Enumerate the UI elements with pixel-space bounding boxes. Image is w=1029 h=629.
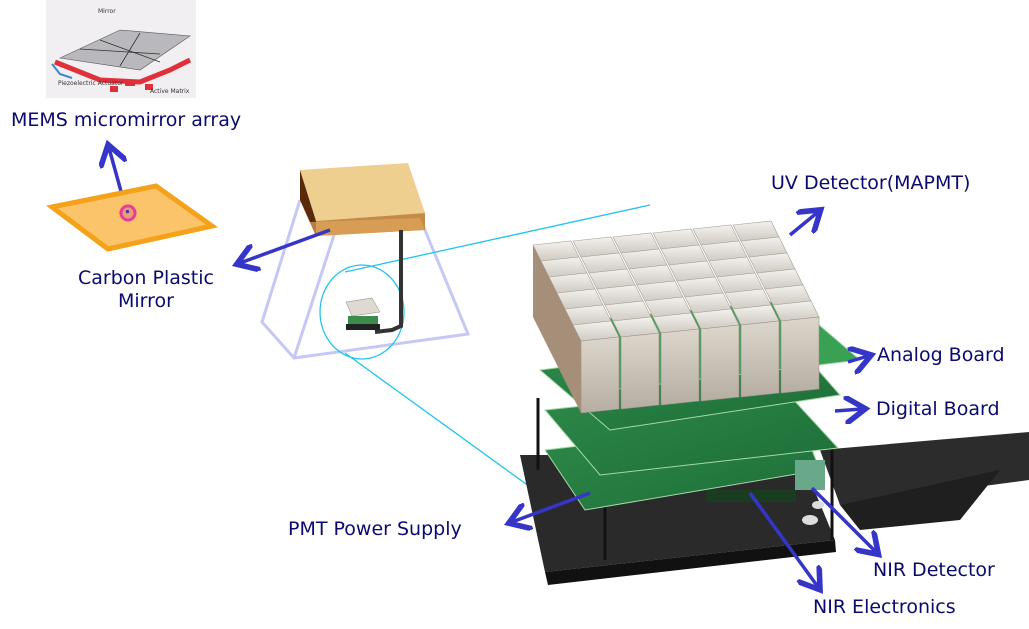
uv-detector-arrow [788,212,818,237]
small-detector [345,297,381,330]
mems-inset-mirror-label: Mirror [98,8,116,15]
pmt-power-supply-arrow [512,491,591,522]
mems-inset-piezo-label: Piezoelectric Actuator [58,80,124,87]
mems-label: MEMS micromirror array [11,109,242,131]
mems-inset-matrix-label: Active Matrix [150,88,190,95]
uv-detector-label: UV Detector(MAPMT) [771,172,971,194]
optics-box [300,163,425,236]
mapmt-cube [772,300,820,394]
mapmt-cube [732,304,780,398]
nir-electronics-label: NIR Electronics [813,596,956,618]
nir-electronics-arrow [748,491,818,587]
carbon-mirror-arrow [240,228,331,263]
mapmt-cube [572,320,620,414]
pmt-power-supply-label: PMT Power Supply [288,518,462,540]
mapmt-cube [556,288,604,381]
mapmt-cube [652,312,700,406]
nir-detector-label: NIR Detector [873,559,995,581]
digital-board-label: Digital Board [876,398,1000,420]
mapmt-cube [532,240,580,333]
carbon-plastic-mirror-label: Carbon Plastic Mirror [54,267,238,313]
nir-detector-arrow [810,486,876,552]
mapmt-cube [612,316,660,410]
analog-board-arrow [848,356,868,362]
mapmt-cube [540,256,588,349]
analog-board-label: Analog Board [877,344,1005,366]
mapmt-cube [564,304,612,397]
carbon-label-line-2: Mirror [118,289,174,312]
cable [374,230,403,334]
mapmt-array [532,220,820,414]
telescope-frame [260,199,471,360]
nir-detector-chip [795,460,825,490]
mapmt-cube [692,308,740,402]
mems-inset-image [46,0,196,98]
mems-location-marker [119,204,137,222]
digital-board-arrow [834,409,862,411]
carbon-label-line-1: Carbon Plastic [78,267,214,289]
